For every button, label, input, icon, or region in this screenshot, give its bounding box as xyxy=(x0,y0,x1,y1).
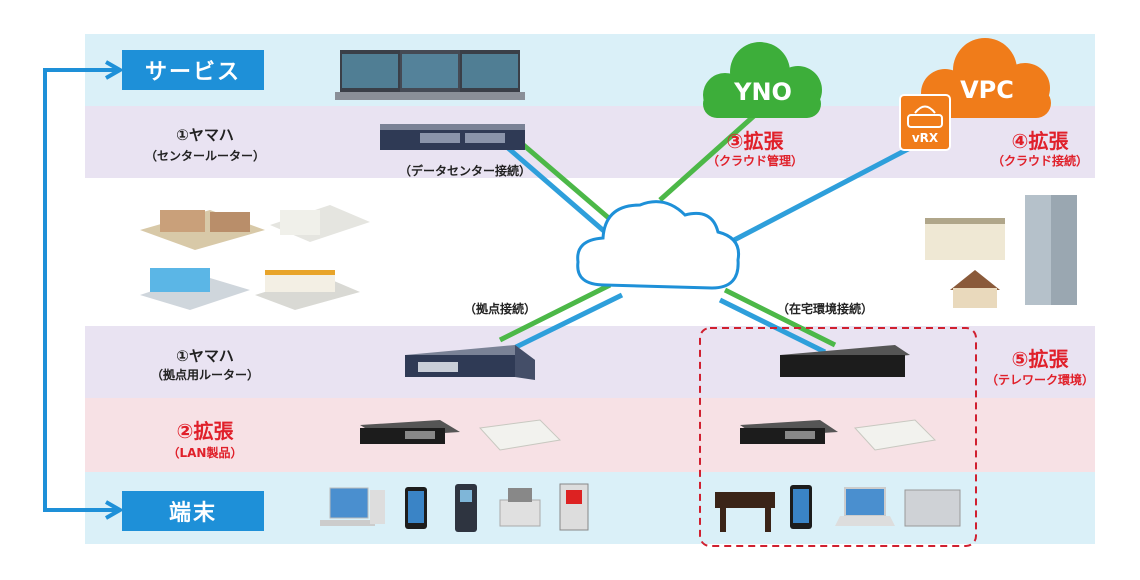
yamaha-center-subtitle: （センタールーター） xyxy=(144,149,265,163)
vrx-box xyxy=(899,94,951,151)
ext-lan-subtitle: （LAN製品） xyxy=(167,446,243,460)
home-router xyxy=(780,345,910,377)
lan-switch-1 xyxy=(360,420,460,444)
service-label: サービス xyxy=(122,50,264,90)
branch-router xyxy=(405,345,535,380)
ext-lan-title: ②拡張 xyxy=(176,419,234,443)
center-router xyxy=(380,124,525,150)
ext-cloud-conn-title: ④拡張 xyxy=(1011,129,1069,153)
lan-switch-2 xyxy=(740,420,838,444)
ext-cloud-mgmt-title: ③拡張 xyxy=(726,129,784,153)
vpc-label: VPC xyxy=(960,76,1014,104)
buildings-left xyxy=(140,205,370,310)
vrx-label: vRX xyxy=(911,131,939,145)
server-racks xyxy=(335,50,525,100)
yno-label: YNO xyxy=(734,78,792,106)
ext-cloud-mgmt-subtitle: （クラウド管理） xyxy=(706,154,803,168)
connection-lines xyxy=(498,113,912,355)
terminal-devices-left xyxy=(320,483,589,532)
yno-cloud xyxy=(703,42,822,118)
buildings-right xyxy=(925,195,1077,308)
yamaha-branch-subtitle: （拠点用ルーター） xyxy=(150,368,259,382)
access-point-1 xyxy=(478,419,562,451)
yamaha-center-title: ①ヤマハ xyxy=(176,126,234,144)
internet-cloud xyxy=(576,200,741,290)
datacenter-connection-label: （データセンター接続） xyxy=(398,164,531,178)
ext-cloud-conn-subtitle: （クラウド接続） xyxy=(991,154,1088,168)
branch-connection-label: （拠点接続） xyxy=(463,302,536,316)
access-point-2 xyxy=(853,419,937,451)
yamaha-branch-title: ①ヤマハ xyxy=(176,347,234,365)
ext-telework-title: ⑤拡張 xyxy=(1011,347,1069,371)
telework-box xyxy=(699,327,977,547)
terminal-label: 端末 xyxy=(122,491,264,531)
bracket-arrow xyxy=(43,60,125,520)
router-band-branch xyxy=(85,326,1095,398)
ext-telework-subtitle: （テレワーク環境） xyxy=(985,373,1094,387)
home-connection-label: （在宅環境接続） xyxy=(776,302,873,316)
terminal-devices-right xyxy=(715,485,961,532)
